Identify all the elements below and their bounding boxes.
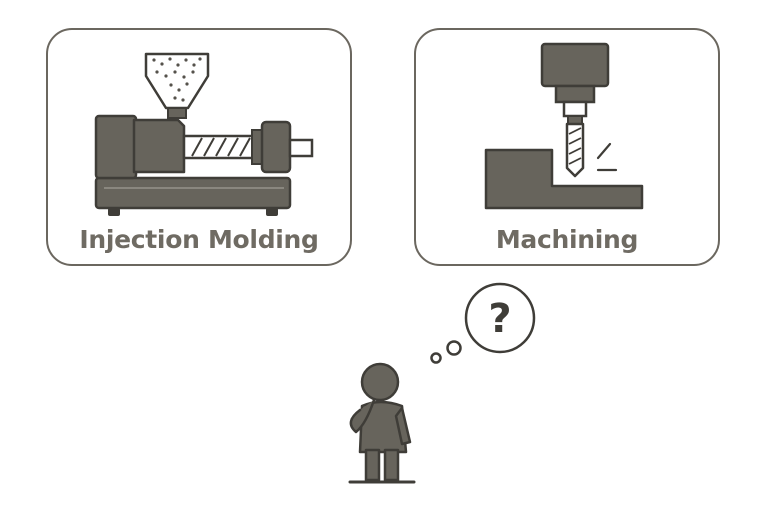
question-mark: ? xyxy=(488,296,511,342)
injection-molding-label: Injection Molding xyxy=(79,225,319,254)
machining-panel: Machining xyxy=(414,28,720,266)
thinking-person-icon xyxy=(349,362,412,482)
thought-dot-medium xyxy=(446,340,462,356)
injection-molding-panel: Injection Molding xyxy=(46,28,352,266)
thought-dot-small xyxy=(430,352,442,364)
injection-molding-machine-icon xyxy=(94,52,314,216)
thinker-group: ? xyxy=(348,282,536,484)
machining-label: Machining xyxy=(495,225,639,254)
thought-bubble xyxy=(464,282,536,354)
milling-machine-icon xyxy=(484,42,644,210)
